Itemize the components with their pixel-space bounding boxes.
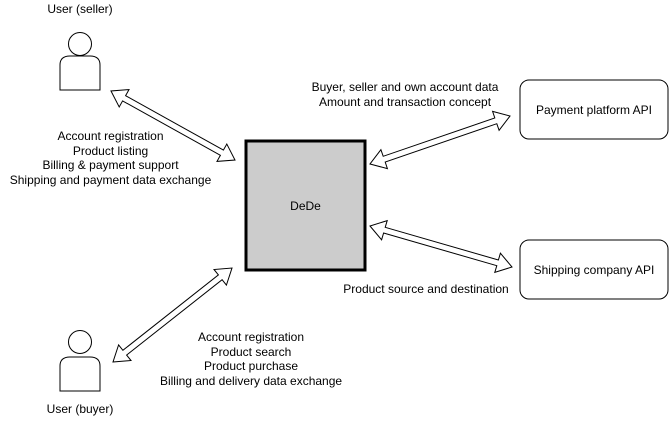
buyer-flow-item: Product search [210, 344, 292, 359]
shipping-dede-arrow [369, 219, 513, 274]
shipping-company-label: Shipping company API [533, 262, 655, 277]
seller-actor-label: User (seller) [47, 2, 113, 16]
buyer-dede-arrow [112, 267, 233, 363]
payment-flow-labels: Buyer, seller and own account data Amoun… [300, 80, 510, 109]
seller-flow-labels: Account registration Product listing Bil… [0, 129, 221, 187]
shipping-flow-labels: Product source and destination [336, 282, 516, 297]
seller-flow-item: Billing & payment support [42, 158, 179, 172]
dede-label: DeDe [290, 198, 321, 213]
payment-flow-item: Amount and transaction concept [318, 94, 492, 109]
buyer-flow-item: Account registration [197, 330, 305, 344]
seller-flow-item: Account registration [57, 129, 164, 143]
buyer-actor-label: User (buyer) [46, 402, 114, 416]
seller-flow-item: Shipping and payment data exchange [9, 172, 212, 187]
payment-dede-arrow [369, 110, 511, 170]
seller-flow-item: Product listing [72, 143, 149, 158]
payment-flow-item: Buyer, seller and own account data [311, 80, 499, 94]
buyer-flow-item: Product purchase [203, 359, 299, 373]
payment-platform-box [519, 79, 669, 140]
buyer-actor-icon [59, 330, 101, 392]
buyer-flow-labels: Account registration Product search Prod… [136, 330, 366, 388]
shipping-flow-item: Product source and destination [343, 282, 509, 296]
dede-box [244, 139, 367, 272]
buyer-flow-item: Billing and delivery data exchange [159, 373, 343, 388]
payment-platform-label: Payment platform API [535, 102, 653, 117]
seller-dede-arrow [110, 89, 236, 162]
shipping-company-box [519, 239, 669, 300]
seller-actor-icon [59, 32, 101, 91]
